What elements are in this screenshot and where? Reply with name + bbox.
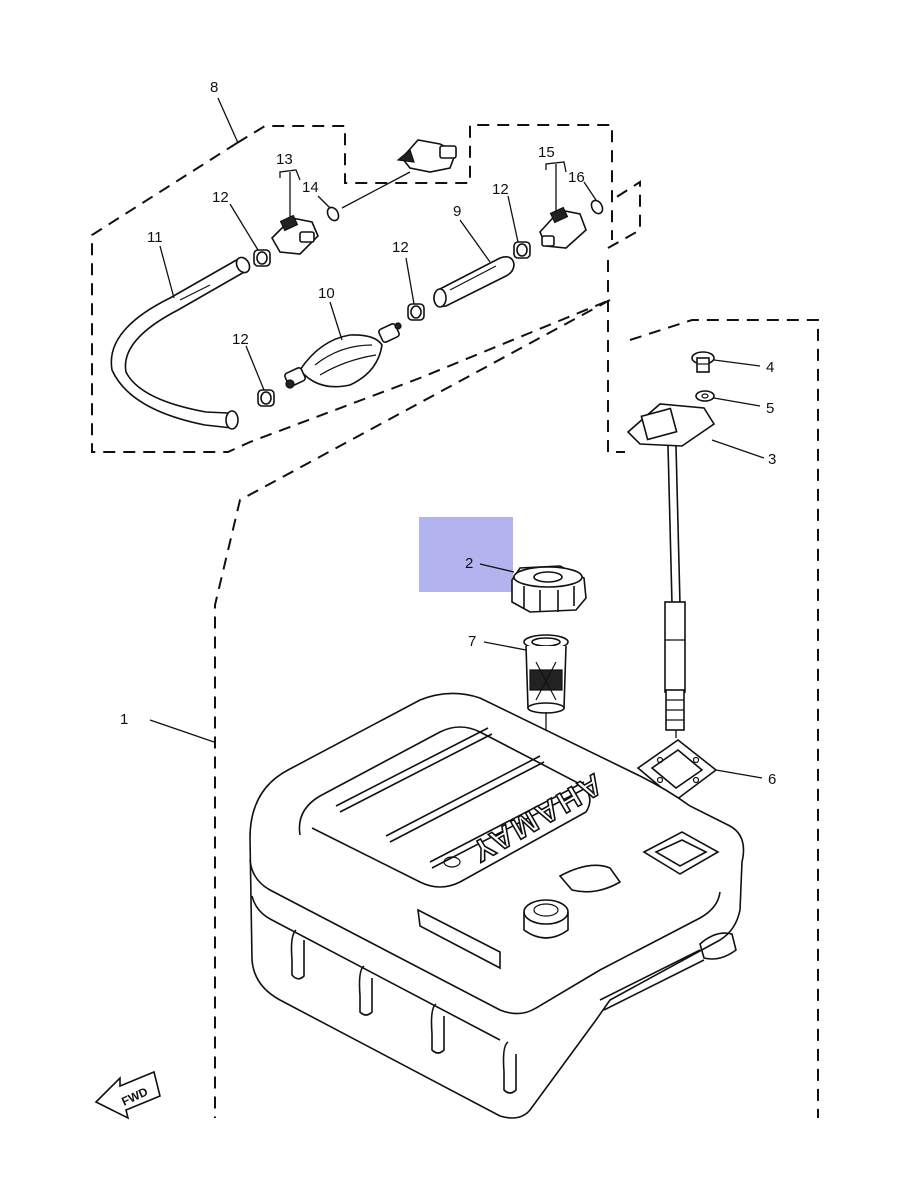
part-2-highlight[interactable] xyxy=(419,517,513,592)
fuel-strainer-7[interactable] xyxy=(523,634,569,714)
hose-assembly-boundary xyxy=(91,124,641,453)
fwd-arrow-icon: FWD xyxy=(94,1070,161,1120)
callout-10[interactable]: 10 xyxy=(318,285,335,302)
callout-8[interactable]: 8 xyxy=(210,79,218,96)
hose-clamp-12a[interactable] xyxy=(253,249,271,267)
hose-clamp-12d[interactable] xyxy=(257,389,275,407)
callout-13[interactable]: 13 xyxy=(276,151,293,168)
fuel-cap-2[interactable] xyxy=(511,565,587,613)
screw-4[interactable] xyxy=(691,351,715,373)
callout-14[interactable]: 14 xyxy=(302,179,319,196)
callout-4[interactable]: 4 xyxy=(766,359,774,376)
callout-12b[interactable]: 12 xyxy=(492,181,509,198)
callout-7[interactable]: 7 xyxy=(468,633,476,650)
callout-15[interactable]: 15 xyxy=(538,144,555,161)
tank-assembly-boundary xyxy=(214,260,819,1118)
callout-12a[interactable]: 12 xyxy=(212,189,229,206)
fuel-gauge-3[interactable] xyxy=(626,403,716,731)
fuel-connector-13[interactable] xyxy=(271,214,319,255)
leader-lines xyxy=(149,97,765,779)
engine-fuel-fitting xyxy=(341,139,458,209)
callout-12d[interactable]: 12 xyxy=(232,331,249,348)
o-ring-16[interactable] xyxy=(589,198,605,215)
fuel-hose-9[interactable] xyxy=(433,256,515,308)
callout-2[interactable]: 2 xyxy=(465,555,473,572)
callout-3[interactable]: 3 xyxy=(768,451,776,468)
hose-clamp-12b[interactable] xyxy=(513,241,531,259)
fuel-connector-15[interactable] xyxy=(539,206,587,249)
callout-16[interactable]: 16 xyxy=(568,169,585,186)
callout-9[interactable]: 9 xyxy=(453,203,461,220)
fuel-tank-1[interactable] xyxy=(249,692,745,1119)
fuel-hose-11[interactable] xyxy=(110,255,252,430)
brand-logo-emblem xyxy=(443,856,461,868)
washer-5-hole xyxy=(701,393,709,399)
callout-1[interactable]: 1 xyxy=(120,711,128,728)
callout-11[interactable]: 11 xyxy=(147,229,163,246)
callout-6[interactable]: 6 xyxy=(768,771,776,788)
callout-12c[interactable]: 12 xyxy=(392,239,409,256)
o-ring-14[interactable] xyxy=(325,205,341,222)
callout-5[interactable]: 5 xyxy=(766,400,774,417)
hose-clamp-12c[interactable] xyxy=(407,303,425,321)
primer-bulb-10[interactable] xyxy=(284,322,402,389)
washer-5[interactable] xyxy=(695,390,715,402)
